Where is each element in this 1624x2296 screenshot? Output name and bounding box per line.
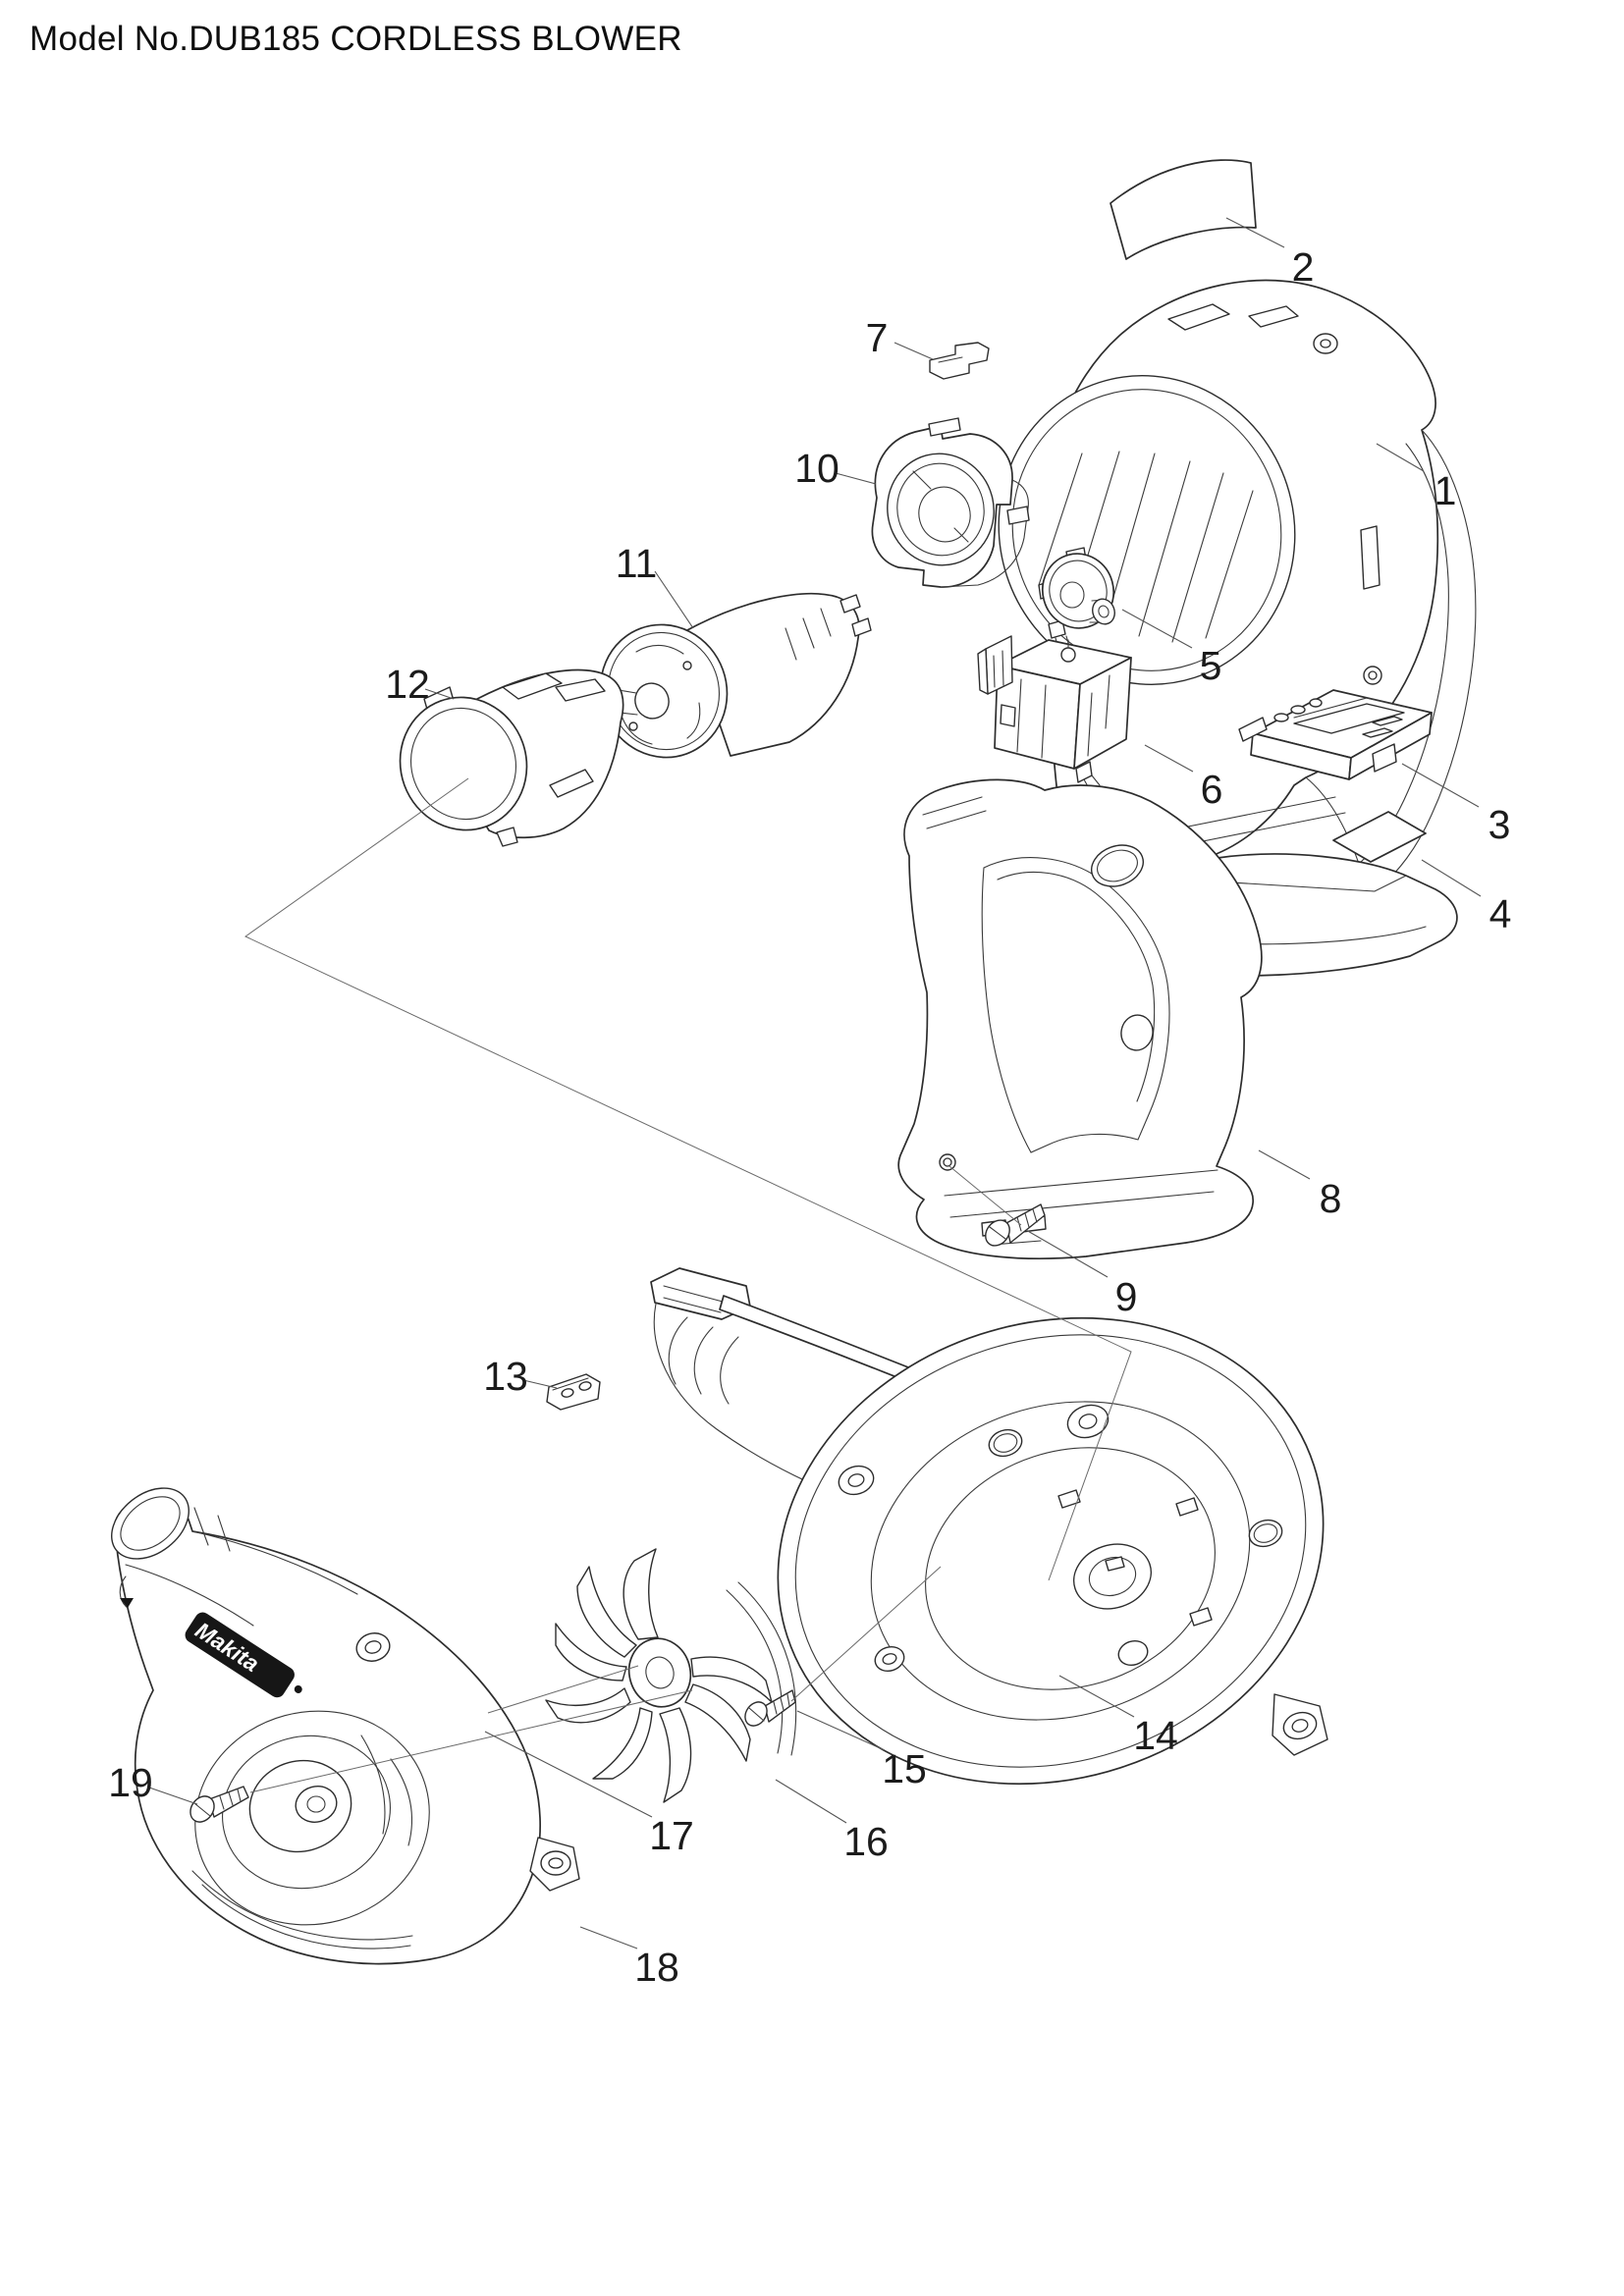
callout-leader-7 [893,342,934,360]
callout-leader-15 [796,1710,886,1751]
callout-leader-17 [484,1731,653,1818]
part-16-fan-drawing [545,1548,797,1803]
part-callout-3: 3 [1401,763,1511,847]
part-number-11: 11 [616,541,658,586]
part-callout-4: 4 [1421,859,1512,936]
callout-leader-3 [1401,763,1480,808]
part-number-13: 13 [483,1354,528,1399]
callout-leader-13 [522,1379,558,1389]
construction-line-3 [487,1665,639,1714]
construction-line-2 [790,1566,942,1702]
part-8-handle-housing-drawing [897,778,1263,1259]
part-11-motor-drawing [590,592,872,759]
callout-leader-6 [1144,744,1194,773]
part-12-motor-housing-drawing [399,668,624,847]
callout-leader-4 [1421,859,1482,897]
part-number-5: 5 [1200,643,1222,688]
part-number-17: 17 [649,1813,694,1858]
part-callout-19: 19 [108,1760,198,1805]
part-3-terminal-drawing [1238,689,1433,780]
part-number-8: 8 [1320,1176,1342,1221]
callout-leader-8 [1258,1149,1311,1180]
part-callout-16: 16 [775,1779,889,1864]
callout-leader-14 [1058,1675,1135,1718]
construction-line-5 [948,1165,1022,1226]
construction-line-4 [249,1689,693,1793]
callout-leader-5 [1121,609,1193,649]
part-15-screw-drawing [744,1689,796,1727]
part-callout-6: 6 [1144,744,1223,812]
part-4-label-drawing [1332,811,1427,863]
part-callout-9: 9 [1025,1229,1138,1319]
part-callout-8: 8 [1258,1149,1342,1221]
part-callout-2: 2 [1225,217,1315,290]
callout-leader-10 [835,472,877,485]
part-2-label-drawing [1110,159,1257,260]
part-6-switch-drawing [977,635,1132,791]
part-number-15: 15 [882,1746,927,1791]
callout-leader-18 [579,1926,638,1949]
part-5-bearing-retainer-drawing [1038,547,1115,653]
part-number-12: 12 [385,662,430,707]
part-13-plate-drawing [546,1373,601,1411]
part-number-6: 6 [1201,767,1223,812]
part-number-3: 3 [1489,802,1511,847]
part-number-7: 7 [866,315,889,360]
part-callout-14: 14 [1058,1675,1178,1758]
part-callout-5: 5 [1121,609,1222,688]
part-9-screw-drawing [985,1203,1046,1247]
part-number-9: 9 [1115,1274,1138,1319]
callout-leader-11 [654,570,694,629]
part-number-10: 10 [794,446,839,491]
part-callout-10: 10 [794,446,877,491]
part-19-screw-drawing [189,1786,249,1823]
part-number-1: 1 [1435,468,1457,513]
part-number-18: 18 [634,1945,679,1990]
part-callout-7: 7 [866,315,934,360]
part-callout-13: 13 [483,1354,558,1399]
part-number-19: 19 [108,1760,153,1805]
callout-leader-2 [1225,217,1285,248]
callout-leader-16 [775,1779,847,1824]
construction-line-1 [244,777,1132,1581]
callout-leader-12 [424,688,455,700]
part-18-blower-housing-drawing: Makita [111,1487,580,1965]
part-number-4: 4 [1489,891,1512,936]
callout-leader-1 [1376,443,1425,472]
part-7-clip-drawing [929,342,990,380]
part-callout-18: 18 [579,1926,679,1990]
part-number-2: 2 [1292,244,1315,290]
page-title: Model No.DUB185 CORDLESS BLOWER [29,20,682,58]
part-callout-12: 12 [385,662,455,707]
construction-lines [244,777,1132,1793]
part-callout-1: 1 [1376,443,1457,513]
part-number-14: 14 [1133,1713,1178,1758]
part-10-motor-bracket-drawing [871,417,1030,588]
callout-leader-19 [148,1787,198,1805]
part-callout-11: 11 [616,541,694,629]
part-callout-15: 15 [796,1710,927,1791]
part-number-16: 16 [843,1819,889,1864]
part-14-fan-housing-drawing [650,1267,1328,1786]
callout-leader-9 [1025,1229,1109,1278]
part-callout-17: 17 [484,1731,694,1858]
